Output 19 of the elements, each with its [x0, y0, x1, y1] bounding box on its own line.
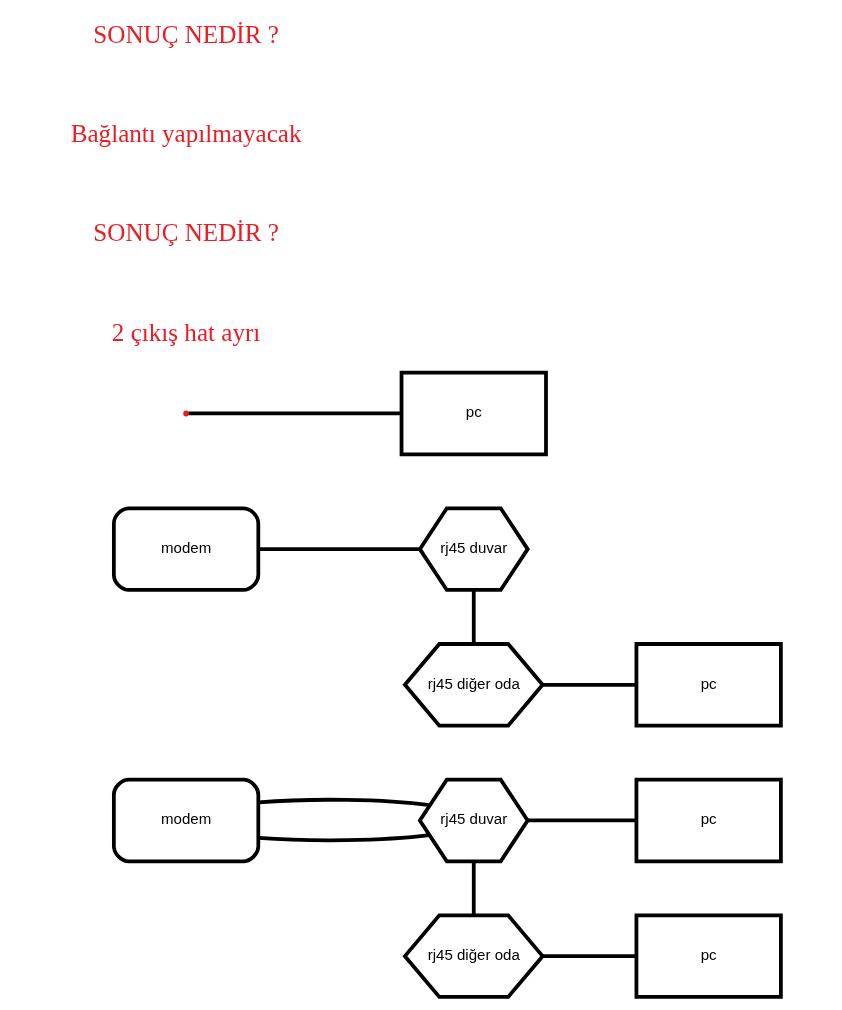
connector: [471, 589, 476, 643]
connector: [188, 411, 402, 415]
node-box: pc: [634, 912, 783, 999]
node-box: pc: [634, 777, 783, 863]
connector: [258, 832, 430, 842]
label: SONUÇ NEDİR ?: [93, 218, 279, 246]
connector: [471, 860, 476, 915]
label: Bağlantı yapılmayacak: [70, 119, 302, 147]
node-box: modem: [112, 777, 261, 863]
connector: [258, 546, 421, 551]
label: SONUÇ NEDİR ?: [93, 20, 279, 48]
node-box: pc: [634, 641, 783, 728]
node-box: pc: [399, 370, 548, 456]
connector: [542, 682, 637, 687]
connector: [258, 797, 430, 807]
label: 2 çıkış hat ayrı: [111, 318, 261, 346]
node-box: modem: [112, 505, 261, 592]
connector: [542, 953, 637, 958]
connector: [527, 818, 637, 822]
